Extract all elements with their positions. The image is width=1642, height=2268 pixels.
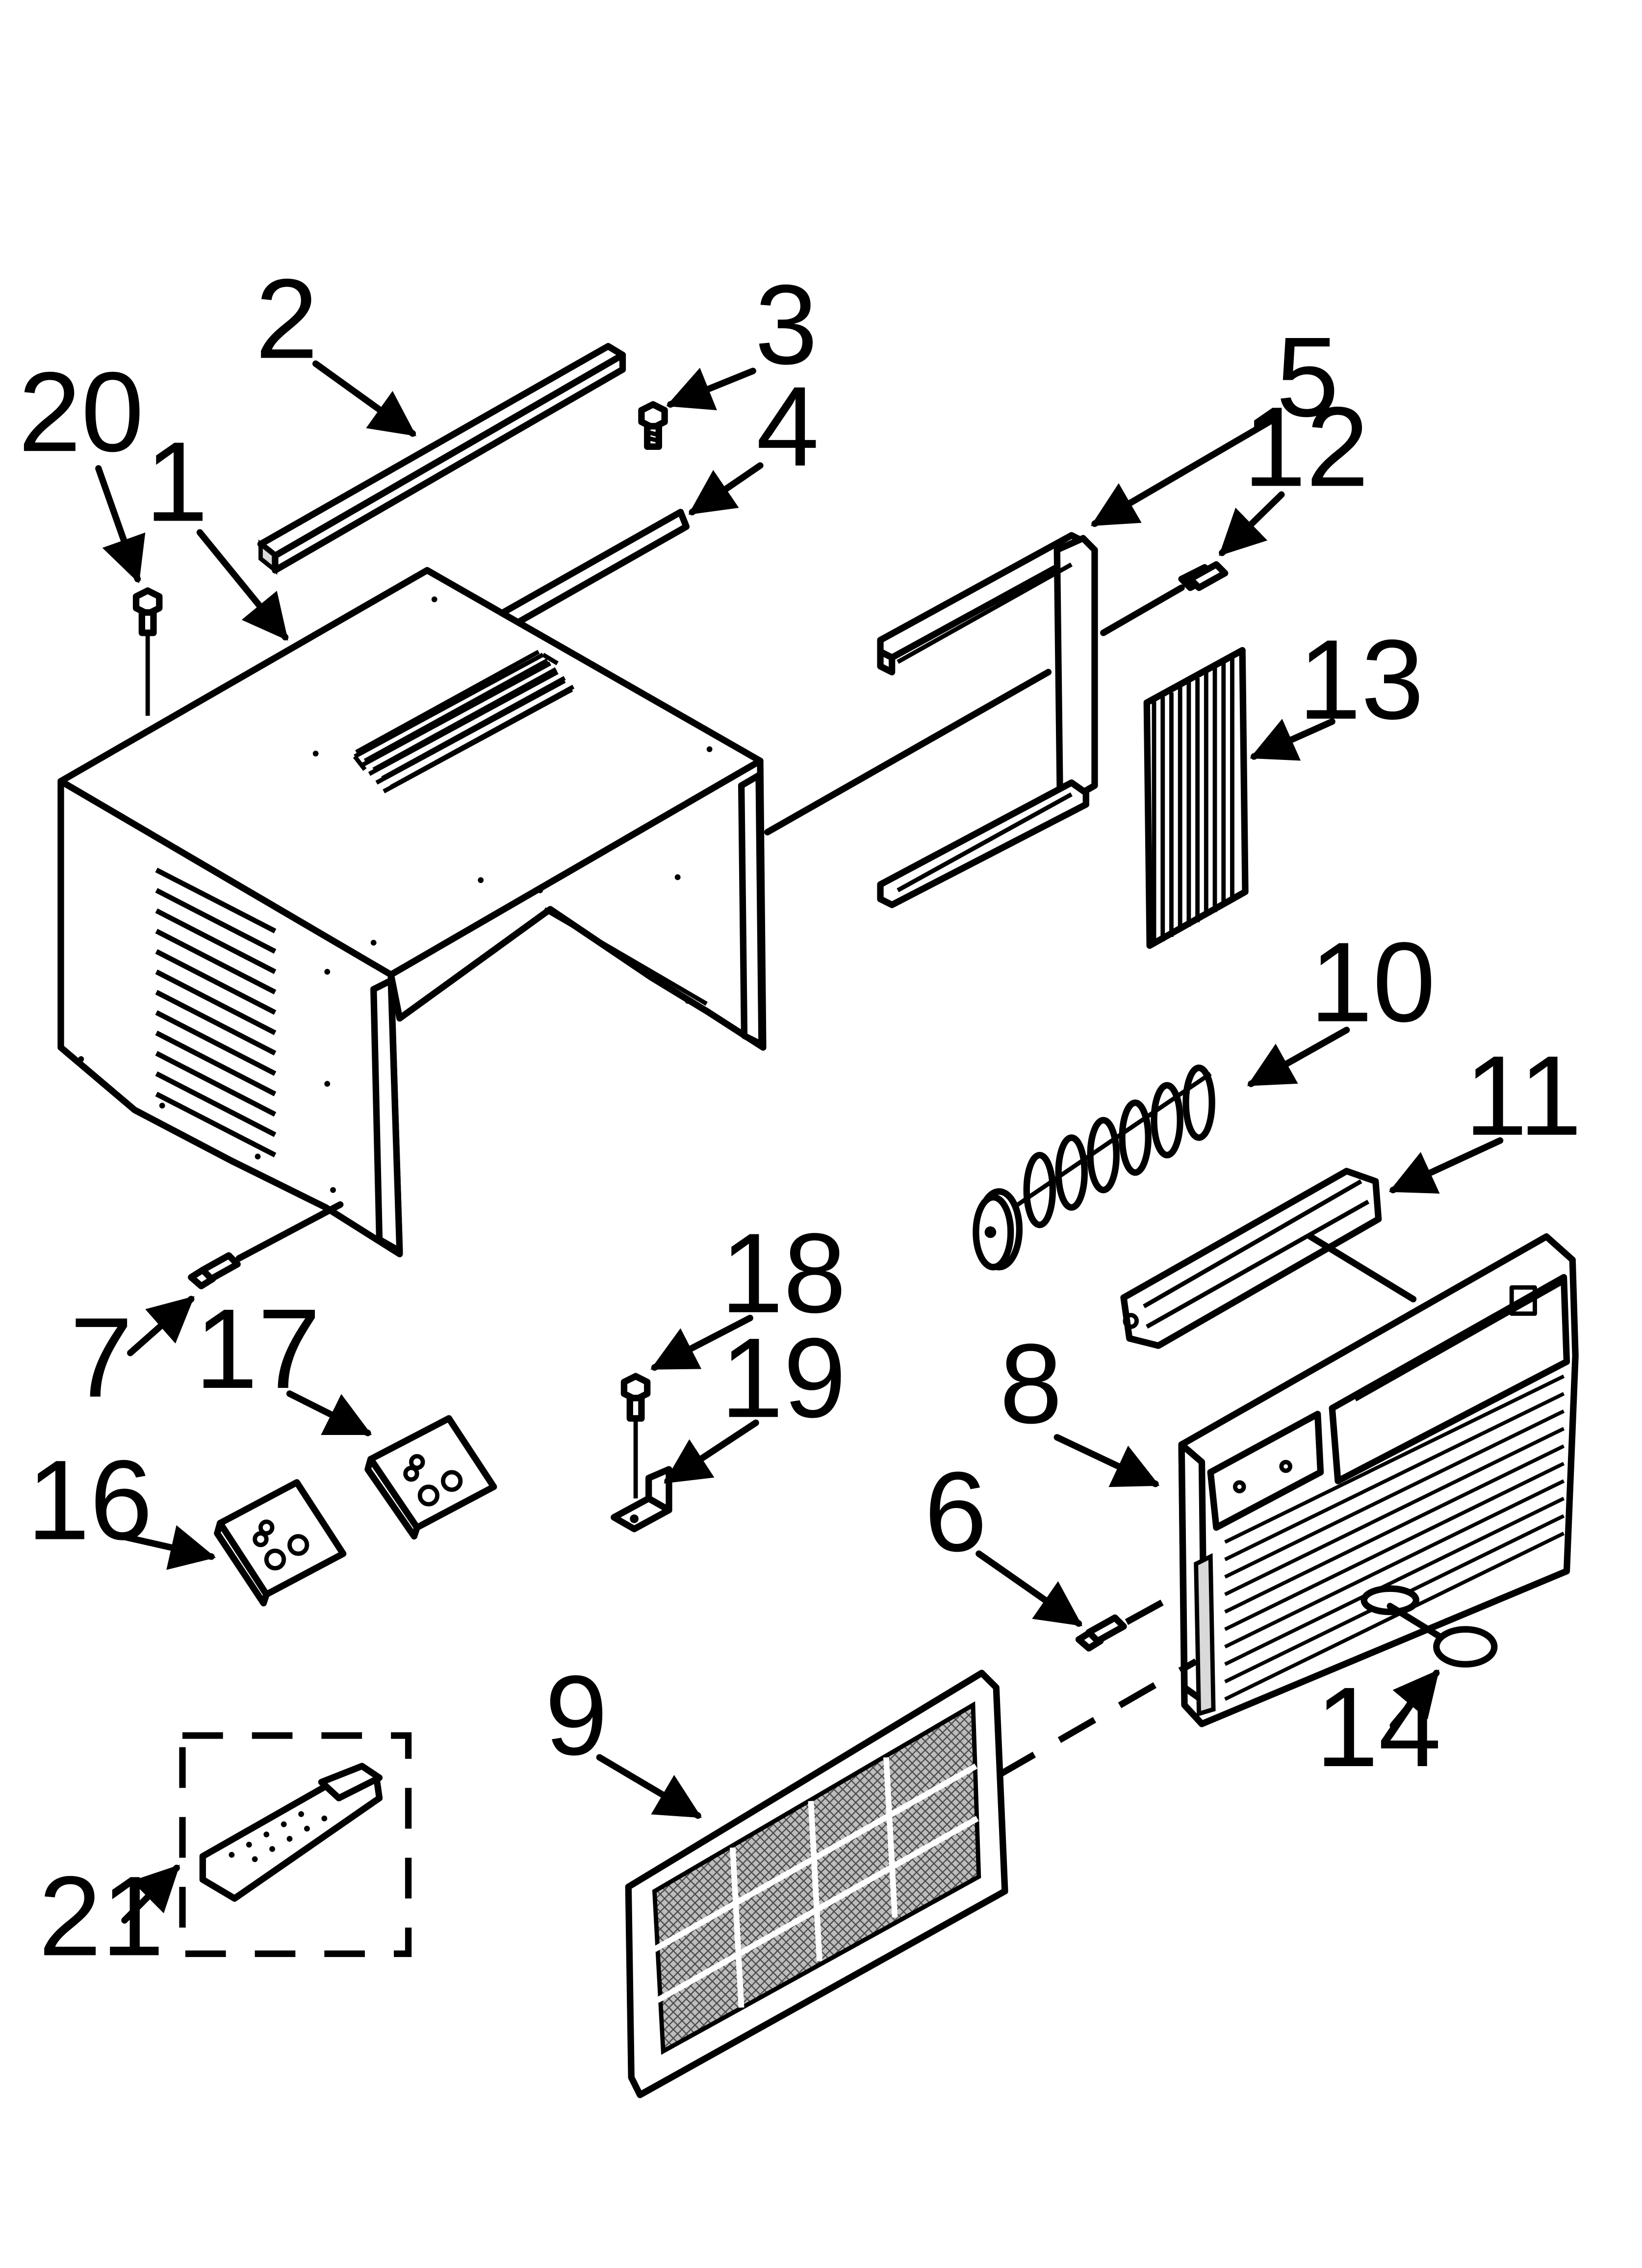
screw-part-18 xyxy=(620,1373,651,1499)
callout-12: 12 xyxy=(1243,383,1369,510)
callout-2: 2 xyxy=(256,255,318,382)
front-panel-part xyxy=(1178,1233,1579,1727)
remote-control-part xyxy=(179,1732,412,1957)
callout-13: 13 xyxy=(1298,616,1424,743)
callout-14: 14 xyxy=(1316,1663,1441,1790)
callout-20: 20 xyxy=(18,348,144,475)
callout-1: 1 xyxy=(145,418,208,545)
callout-labels: 2 3 4 20 1 5 12 13 10 11 8 6 14 9 7 17 1… xyxy=(18,255,1582,1980)
callout-17: 17 xyxy=(195,1285,320,1412)
badge-part xyxy=(1386,1603,1498,1668)
mounting-bracket-part-16 xyxy=(214,1479,347,1607)
callout-19: 19 xyxy=(720,1314,846,1441)
screw-part-6 xyxy=(1075,1586,1189,1652)
cabinet-part xyxy=(57,567,767,1257)
air-filter-part xyxy=(625,1669,1008,2098)
callout-11: 11 xyxy=(1464,1032,1582,1159)
filter-assembly-line xyxy=(997,1658,1198,1778)
top-rail-part xyxy=(257,343,626,575)
screw-part-7 xyxy=(188,1201,344,1290)
rear-grille-part xyxy=(1143,647,1249,949)
mounting-bracket-part-17 xyxy=(364,1415,497,1540)
callout-18: 18 xyxy=(720,1209,846,1336)
callout-21: 21 xyxy=(39,1852,164,1980)
callout-16: 16 xyxy=(27,1436,153,1564)
callout-8: 8 xyxy=(1000,1320,1062,1447)
louver-part xyxy=(1120,1168,1417,1349)
callout-6: 6 xyxy=(924,1448,987,1575)
blower-wheel-part xyxy=(973,1064,1215,1271)
callout-5: 5 xyxy=(1276,313,1339,441)
callout-10: 10 xyxy=(1310,918,1436,1045)
callout-3: 3 xyxy=(755,261,818,388)
window-frame-part xyxy=(877,532,1098,909)
assembly-line xyxy=(764,669,1052,835)
callout-leaders xyxy=(95,360,1504,1924)
clip-part-19 xyxy=(611,1466,672,1533)
callout-7: 7 xyxy=(70,1294,133,1421)
screw-part-3 xyxy=(638,401,668,450)
callout-4: 4 xyxy=(756,363,819,490)
screw-part-12 xyxy=(1100,561,1229,636)
callout-9: 9 xyxy=(545,1652,608,1779)
